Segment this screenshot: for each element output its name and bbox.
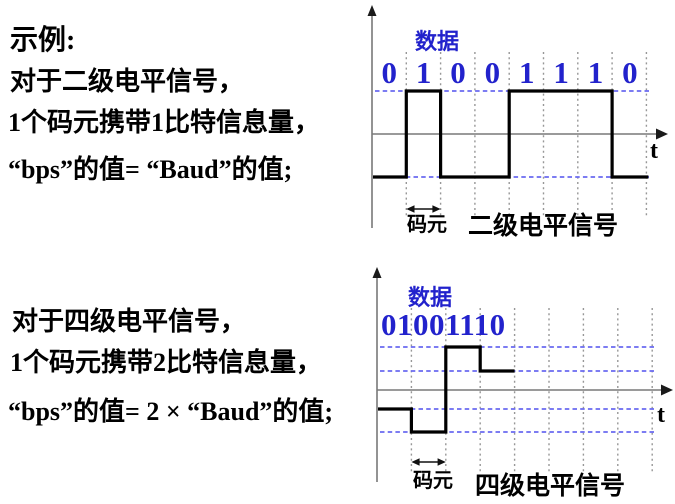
bit-label: 0 <box>622 55 638 90</box>
quaternary-bits-per-symbol-line: 1个码元携带2比特信息量， <box>10 348 323 377</box>
quaternary-bps-baud-line: “bps”的值= 2 × “Baud”的值; <box>8 397 334 426</box>
y-axis-arrow-icon <box>367 5 377 16</box>
bit-label: 0 <box>450 55 466 90</box>
quaternary-diagram-svg <box>372 267 673 482</box>
binary-bps-baud-line: “bps”的值= “Baud”的值; <box>8 155 293 184</box>
symbol-width-arrow-icon <box>406 205 441 213</box>
bit-label: 1 <box>415 55 432 90</box>
bit-label: 0 <box>484 55 501 90</box>
data-label: 数据 <box>415 29 460 54</box>
binary-bits-per-symbol-line: 1个码元携带1比特信息量， <box>8 108 321 137</box>
data-label: 数据 <box>408 285 453 310</box>
quaternary-intro-line: 对于四级电平信号， <box>12 307 247 336</box>
quaternary-signal-diagram: 数据 01001110 t 码元 四级电平信号 <box>337 262 675 504</box>
diagram-caption: 二级电平信号 <box>468 213 619 240</box>
bit-label: 1 <box>518 55 535 90</box>
axes <box>367 5 668 228</box>
bit-label: 1 <box>587 55 604 90</box>
diagram-caption: 四级电平信号 <box>475 473 626 500</box>
bit-label: 1 <box>553 55 569 90</box>
symbol-label: 码元 <box>407 214 447 236</box>
symbol-label: 码元 <box>413 470 453 492</box>
axes <box>372 267 673 482</box>
x-axis-arrow-icon <box>661 384 673 396</box>
bit-sequence: 01001110 <box>381 307 506 342</box>
x-axis-arrow-icon <box>656 128 668 140</box>
binary-intro-line: 对于二级电平信号， <box>10 67 245 96</box>
example-heading: 示例: <box>10 25 76 56</box>
binary-diagram-svg <box>367 5 668 228</box>
symbol-grid-lines <box>410 308 653 473</box>
quaternary-waveform <box>378 345 515 434</box>
symbol-grid-lines <box>405 52 648 218</box>
time-axis-label: t <box>657 402 665 428</box>
binary-waveform <box>373 89 649 179</box>
symbol-width-arrow-icon <box>411 458 446 466</box>
time-axis-label: t <box>650 138 658 164</box>
bit-label: 0 <box>381 55 397 90</box>
y-axis-arrow-icon <box>372 267 382 278</box>
